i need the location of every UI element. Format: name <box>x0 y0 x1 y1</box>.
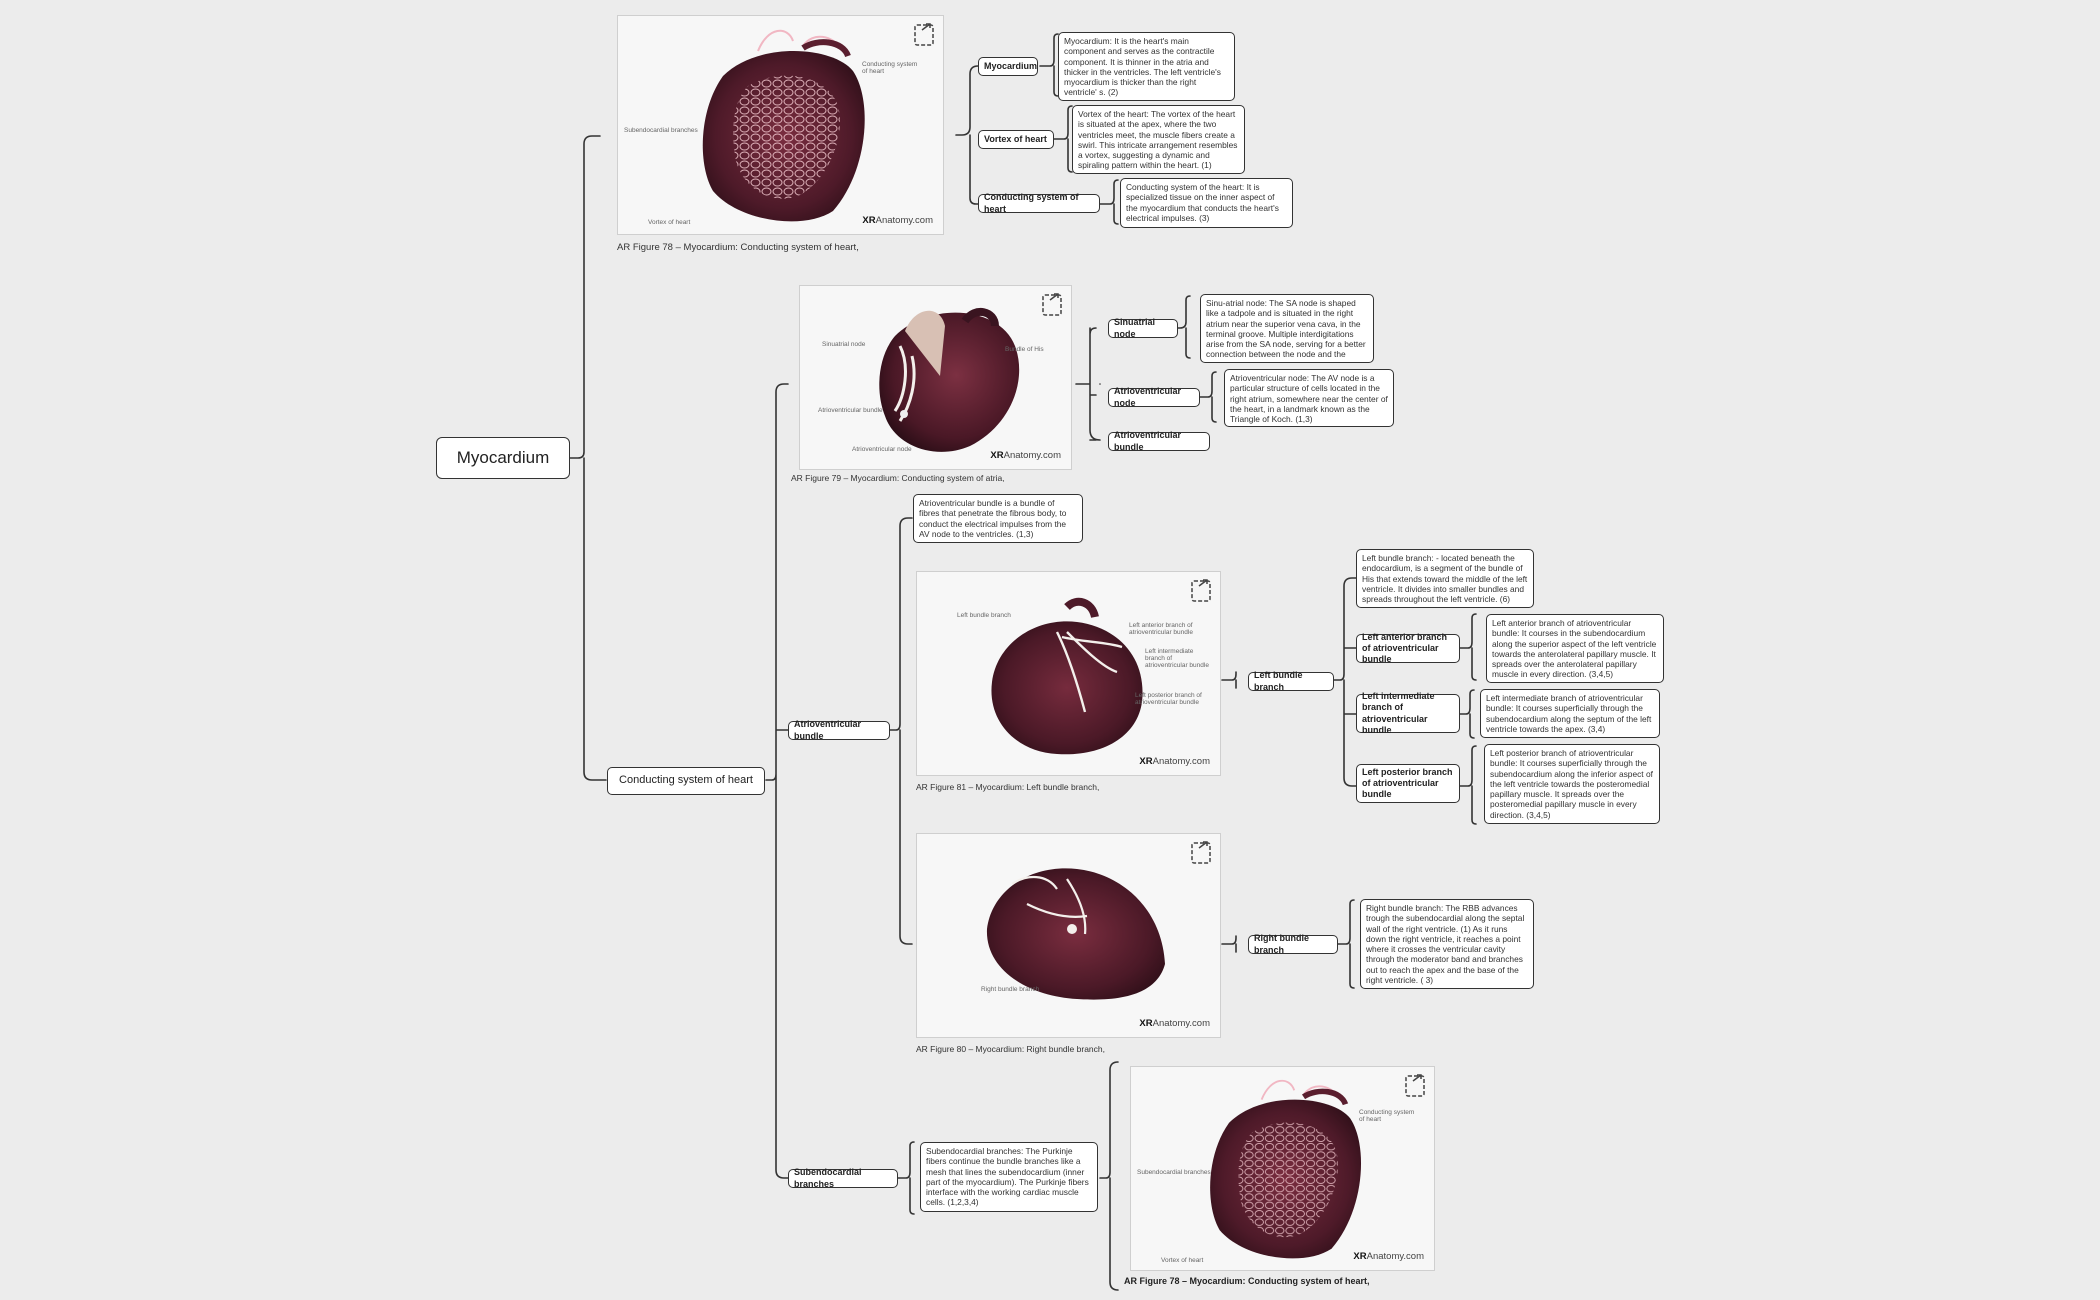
brand-logo: XRAnatomy.com <box>990 450 1061 461</box>
figure-label-sinuatrial: Sinuatrial node <box>822 341 865 348</box>
conducting-trunk <box>766 384 788 1178</box>
desc-myocardium: Myocardium: It is the heart's main compo… <box>1058 32 1235 101</box>
root-node-label: Myocardium <box>457 447 550 468</box>
figure-label-conducting: Conducting system of heart <box>1359 1109 1415 1123</box>
node-vortex-of-heart[interactable]: Vortex of heart <box>978 130 1054 149</box>
node-sinuatrial[interactable]: Sinuatrial node <box>1108 319 1178 338</box>
group4-bracket <box>1334 578 1356 786</box>
figure-label-subendocardial: Subendocardial branches <box>1137 1169 1211 1176</box>
expand-icon[interactable] <box>1191 840 1213 864</box>
figure-78-bottom[interactable]: Conducting system of heart Subendocardia… <box>1130 1066 1435 1271</box>
heart-illustration <box>917 572 1221 776</box>
figure-78-bottom-caption: AR Figure 78 – Myocardium: Conducting sy… <box>1124 1276 1370 1286</box>
figure-81[interactable]: Left bundle branch Left anterior branch … <box>916 571 1221 776</box>
node-av-bundle-atria[interactable]: Atrioventricular bundle <box>1108 432 1210 451</box>
figure-label-anterior: Left anterior branch of atrioventricular… <box>1129 622 1197 636</box>
desc-sinuatrial: Sinu-atrial node: The SA node is shaped … <box>1200 294 1374 363</box>
figure-label-bundle-of-his: Bundle of His <box>1005 346 1044 353</box>
brand-logo: XRAnatomy.com <box>1139 1018 1210 1029</box>
figure-78-caption: AR Figure 78 – Myocardium: Conducting sy… <box>617 242 859 253</box>
figure-label-conducting: Conducting system of heart <box>862 61 922 75</box>
desc-av-node: Atrioventricular node: The AV node is a … <box>1224 369 1394 427</box>
figure-label-posterior: Left posterior branch of atrioventricula… <box>1135 692 1205 706</box>
desc-conducting-system: Conducting system of the heart: It is sp… <box>1120 178 1293 228</box>
node-av-node[interactable]: Atrioventricular node <box>1108 388 1200 407</box>
node-left-anterior-branch[interactable]: Left anterior branch of atrioventricular… <box>1356 634 1460 663</box>
node-subendocardial[interactable]: Subendocardial branches <box>788 1169 898 1188</box>
desc-vortex-of-heart: Vortex of the heart: The vortex of the h… <box>1072 105 1245 174</box>
brand-logo: XRAnatomy.com <box>1139 756 1210 767</box>
figure-label-intermediate: Left intermediate branch of atrioventric… <box>1145 648 1215 669</box>
heart-illustration <box>800 286 1072 470</box>
figure-label-av-node: Atrioventricular node <box>852 446 912 453</box>
figure-label-left-bundle: Left bundle branch <box>957 612 1011 619</box>
heart-illustration <box>917 834 1221 1038</box>
figure-80[interactable]: Right bundle branch XRAnatomy.com <box>916 833 1221 1038</box>
desc-left-posterior-branch: Left posterior branch of atrioventricula… <box>1484 744 1660 824</box>
node-left-bundle-branch[interactable]: Left bundle branch <box>1248 672 1334 691</box>
node-right-bundle-branch[interactable]: Right bundle branch <box>1248 935 1338 954</box>
node-av-bundle[interactable]: Atrioventricular bundle <box>788 721 890 740</box>
expand-icon[interactable] <box>1405 1073 1427 1097</box>
expand-icon[interactable] <box>1042 292 1064 316</box>
desc-right-bundle-branch: Right bundle branch: The RBB advances tr… <box>1360 899 1534 989</box>
desc-left-anterior-branch: Left anterior branch of atrioventricular… <box>1486 614 1664 683</box>
root-bracket <box>570 136 606 780</box>
expand-icon[interactable] <box>1191 578 1213 602</box>
node-myocardium[interactable]: Myocardium <box>978 57 1038 76</box>
brand-logo: XRAnatomy.com <box>862 215 933 226</box>
node-left-intermediate-branch[interactable]: Left intermediate branch of atrioventric… <box>1356 694 1460 733</box>
desc-left-bundle-branch: Left bundle branch: - located beneath th… <box>1356 549 1534 608</box>
figure-81-caption: AR Figure 81 – Myocardium: Left bundle b… <box>916 782 1099 792</box>
desc-subendocardial: Subendocardial branches: The Purkinje fi… <box>920 1142 1098 1212</box>
conducting-system-node[interactable]: Conducting system of heart <box>607 767 765 795</box>
heart-illustration <box>618 16 944 235</box>
figure-label-right-bundle: Right bundle branch <box>981 986 1039 993</box>
figure-79[interactable]: Sinuatrial node Bundle of His Atrioventr… <box>799 285 1072 470</box>
group2-bracket <box>1076 328 1100 440</box>
figure-label-vortex: Vortex of heart <box>1161 1257 1203 1264</box>
root-node-myocardium[interactable]: Myocardium <box>436 437 570 479</box>
figure-79-caption: AR Figure 79 – Myocardium: Conducting sy… <box>791 473 1005 483</box>
figure-80-caption: AR Figure 80 – Myocardium: Right bundle … <box>916 1044 1105 1054</box>
group1-bracket <box>956 66 980 204</box>
desc-left-intermediate-branch: Left intermediate branch of atrioventric… <box>1480 689 1660 738</box>
figure-label-av-bundle: Atrioventricular bundle <box>818 407 883 414</box>
expand-icon[interactable] <box>914 22 936 46</box>
brand-logo: XRAnatomy.com <box>1353 1251 1424 1262</box>
conducting-system-label: Conducting system of heart <box>619 774 753 788</box>
figure-78-top[interactable]: Conducting system of heart Subendocardia… <box>617 15 944 235</box>
desc-av-bundle: Atrioventricular bundle is a bundle of f… <box>913 494 1083 543</box>
figure-label-subendocardial: Subendocardial branches <box>624 127 698 134</box>
figure-label-vortex: Vortex of heart <box>648 219 690 226</box>
node-left-posterior-branch[interactable]: Left posterior branch of atrioventricula… <box>1356 764 1460 803</box>
node-conducting-system[interactable]: Conducting system of heart <box>978 194 1100 213</box>
group3-bracket <box>890 518 912 944</box>
